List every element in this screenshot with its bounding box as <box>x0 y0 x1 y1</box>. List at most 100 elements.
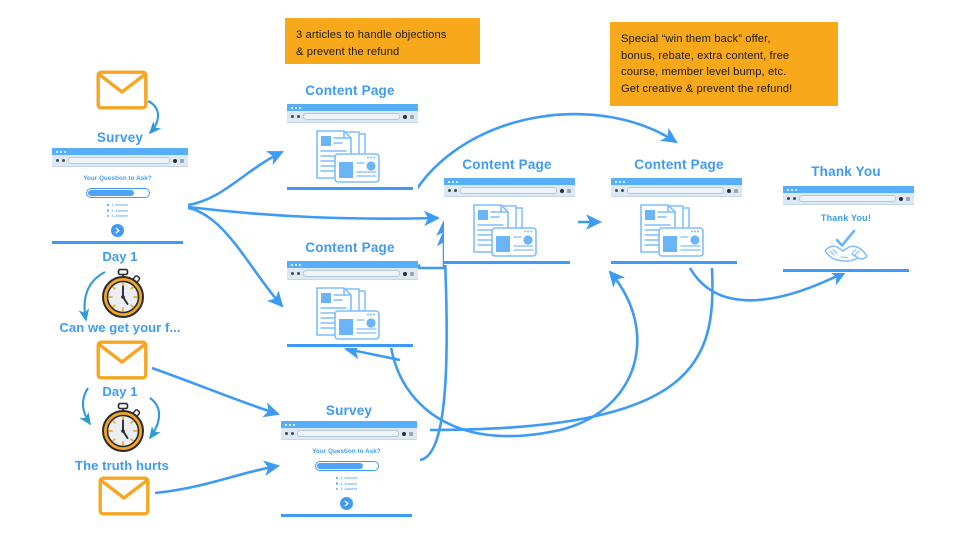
settings-icon[interactable] <box>727 188 731 193</box>
survey-option[interactable]: 3. Answer <box>335 487 357 491</box>
back-icon[interactable] <box>56 159 59 162</box>
menu-icon[interactable] <box>409 431 413 436</box>
delay-1-label: Day 1 <box>102 249 138 264</box>
forward-icon[interactable] <box>297 115 300 118</box>
window-baseline <box>52 241 183 244</box>
address-field[interactable] <box>297 430 399 437</box>
browser-urlbar[interactable] <box>611 185 742 197</box>
content-page-2-window[interactable] <box>287 261 418 348</box>
survey-next-button[interactable] <box>111 224 124 237</box>
settings-icon[interactable] <box>173 158 177 163</box>
forward-icon[interactable] <box>621 189 624 192</box>
back-icon[interactable] <box>448 189 451 192</box>
email-2-envelope-icon[interactable] <box>96 340 148 385</box>
survey-option[interactable]: 2. Answer <box>106 209 128 213</box>
settings-icon[interactable] <box>403 271 407 276</box>
menu-icon[interactable] <box>180 158 184 163</box>
back-icon[interactable] <box>291 115 294 118</box>
back-icon[interactable] <box>291 272 294 275</box>
thank-you-window[interactable]: Thank You! <box>783 186 914 273</box>
arrow-email2-to-delay2 <box>149 397 161 440</box>
forward-icon[interactable] <box>793 197 796 200</box>
arrow-surveybottom-to-contentmid <box>419 229 453 462</box>
settings-icon[interactable] <box>899 196 903 201</box>
browser-urlbar[interactable] <box>52 155 188 167</box>
address-field[interactable] <box>303 270 400 277</box>
survey-options[interactable]: 1. Answer 2. Answer 3. Answer <box>106 203 129 218</box>
delay-1-stopwatch <box>96 268 150 325</box>
back-icon[interactable] <box>285 432 288 435</box>
email-1-envelope-icon[interactable] <box>96 70 148 115</box>
radio-icon[interactable] <box>106 214 110 218</box>
address-field[interactable] <box>627 187 724 194</box>
radio-icon[interactable] <box>335 487 339 491</box>
email-3-envelope-icon[interactable] <box>98 476 150 521</box>
survey-options[interactable]: 1. Answer 2. Answer 3. Answer <box>335 476 358 491</box>
survey-bottom-body: Your Question to Ask? 1. Answer 2. Answe… <box>281 440 417 518</box>
browser-urlbar[interactable] <box>287 268 418 280</box>
arrow-into-content2-bottom <box>343 343 401 362</box>
back-icon[interactable] <box>787 197 790 200</box>
survey-bottom-window[interactable]: Your Question to Ask? 1. Answer 2. Answe… <box>281 421 417 518</box>
survey-option-label: 1. Answer <box>111 203 129 207</box>
radio-icon[interactable] <box>106 209 110 212</box>
forward-icon[interactable] <box>454 189 457 192</box>
email-subject-2: The truth hurts <box>75 458 169 473</box>
menu-icon[interactable] <box>410 271 414 276</box>
survey-option[interactable]: 1. Answer <box>335 476 357 480</box>
browser-urlbar[interactable] <box>783 193 914 205</box>
stopwatch-icon <box>102 268 144 318</box>
survey-option[interactable]: 1. Answer <box>106 203 129 207</box>
address-field[interactable] <box>303 113 400 120</box>
delay-2-stopwatch <box>96 402 150 459</box>
browser-urlbar[interactable] <box>444 185 575 197</box>
browser-chrome <box>611 178 742 197</box>
forward-icon[interactable] <box>291 432 294 435</box>
browser-tabbar <box>783 186 914 193</box>
content-page-4-window[interactable] <box>611 178 742 265</box>
arrow-lower-sweep-to-contentmid <box>388 263 639 438</box>
radio-icon[interactable] <box>335 476 339 480</box>
menu-icon[interactable] <box>410 114 414 119</box>
forward-icon[interactable] <box>62 159 65 162</box>
content-page-3-window[interactable] <box>444 178 575 265</box>
address-field[interactable] <box>460 187 557 194</box>
menu-icon[interactable] <box>906 196 910 201</box>
callout-offer: Special “win them back” offer, bonus, re… <box>610 22 838 106</box>
survey-option[interactable]: 2. Answer <box>335 481 358 486</box>
menu-icon[interactable] <box>734 188 738 193</box>
browser-chrome <box>444 178 575 197</box>
menu-icon[interactable] <box>567 188 571 193</box>
browser-urlbar[interactable] <box>281 428 417 440</box>
arrow-email1-to-survey <box>147 100 162 135</box>
browser-tabbar <box>52 148 188 155</box>
browser-chrome <box>783 186 914 205</box>
thank-you-body: Thank You! <box>783 205 914 273</box>
address-field[interactable] <box>68 157 170 164</box>
radio-icon[interactable] <box>335 482 339 485</box>
radio-icon[interactable] <box>106 203 110 207</box>
settings-icon[interactable] <box>560 188 564 193</box>
documents-icon <box>316 130 380 183</box>
documents-icon <box>640 204 704 257</box>
documents-icon <box>316 287 380 340</box>
browser-tabbar <box>287 104 418 111</box>
forward-icon[interactable] <box>297 272 300 275</box>
browser-urlbar[interactable] <box>287 111 418 123</box>
arrow-content2-to-contentmid <box>416 219 452 270</box>
content-page-4-body <box>611 197 742 265</box>
survey-option-label: 3. Answer <box>111 214 129 218</box>
survey-next-button[interactable] <box>340 497 353 510</box>
survey-question: Your Question to Ask? <box>83 175 152 182</box>
envelope-icon <box>98 476 150 516</box>
survey-top-window[interactable]: Your Question to Ask? 1. Answer 2. Answe… <box>52 148 188 245</box>
back-icon[interactable] <box>615 189 618 192</box>
survey-option-label: 2. Answer <box>340 481 358 486</box>
settings-icon[interactable] <box>403 114 407 119</box>
settings-icon[interactable] <box>402 431 406 436</box>
content-page-1-window[interactable] <box>287 104 418 191</box>
survey-option[interactable]: 3. Answer <box>106 214 129 218</box>
content-page-2-body <box>287 280 418 348</box>
address-field[interactable] <box>799 195 896 202</box>
